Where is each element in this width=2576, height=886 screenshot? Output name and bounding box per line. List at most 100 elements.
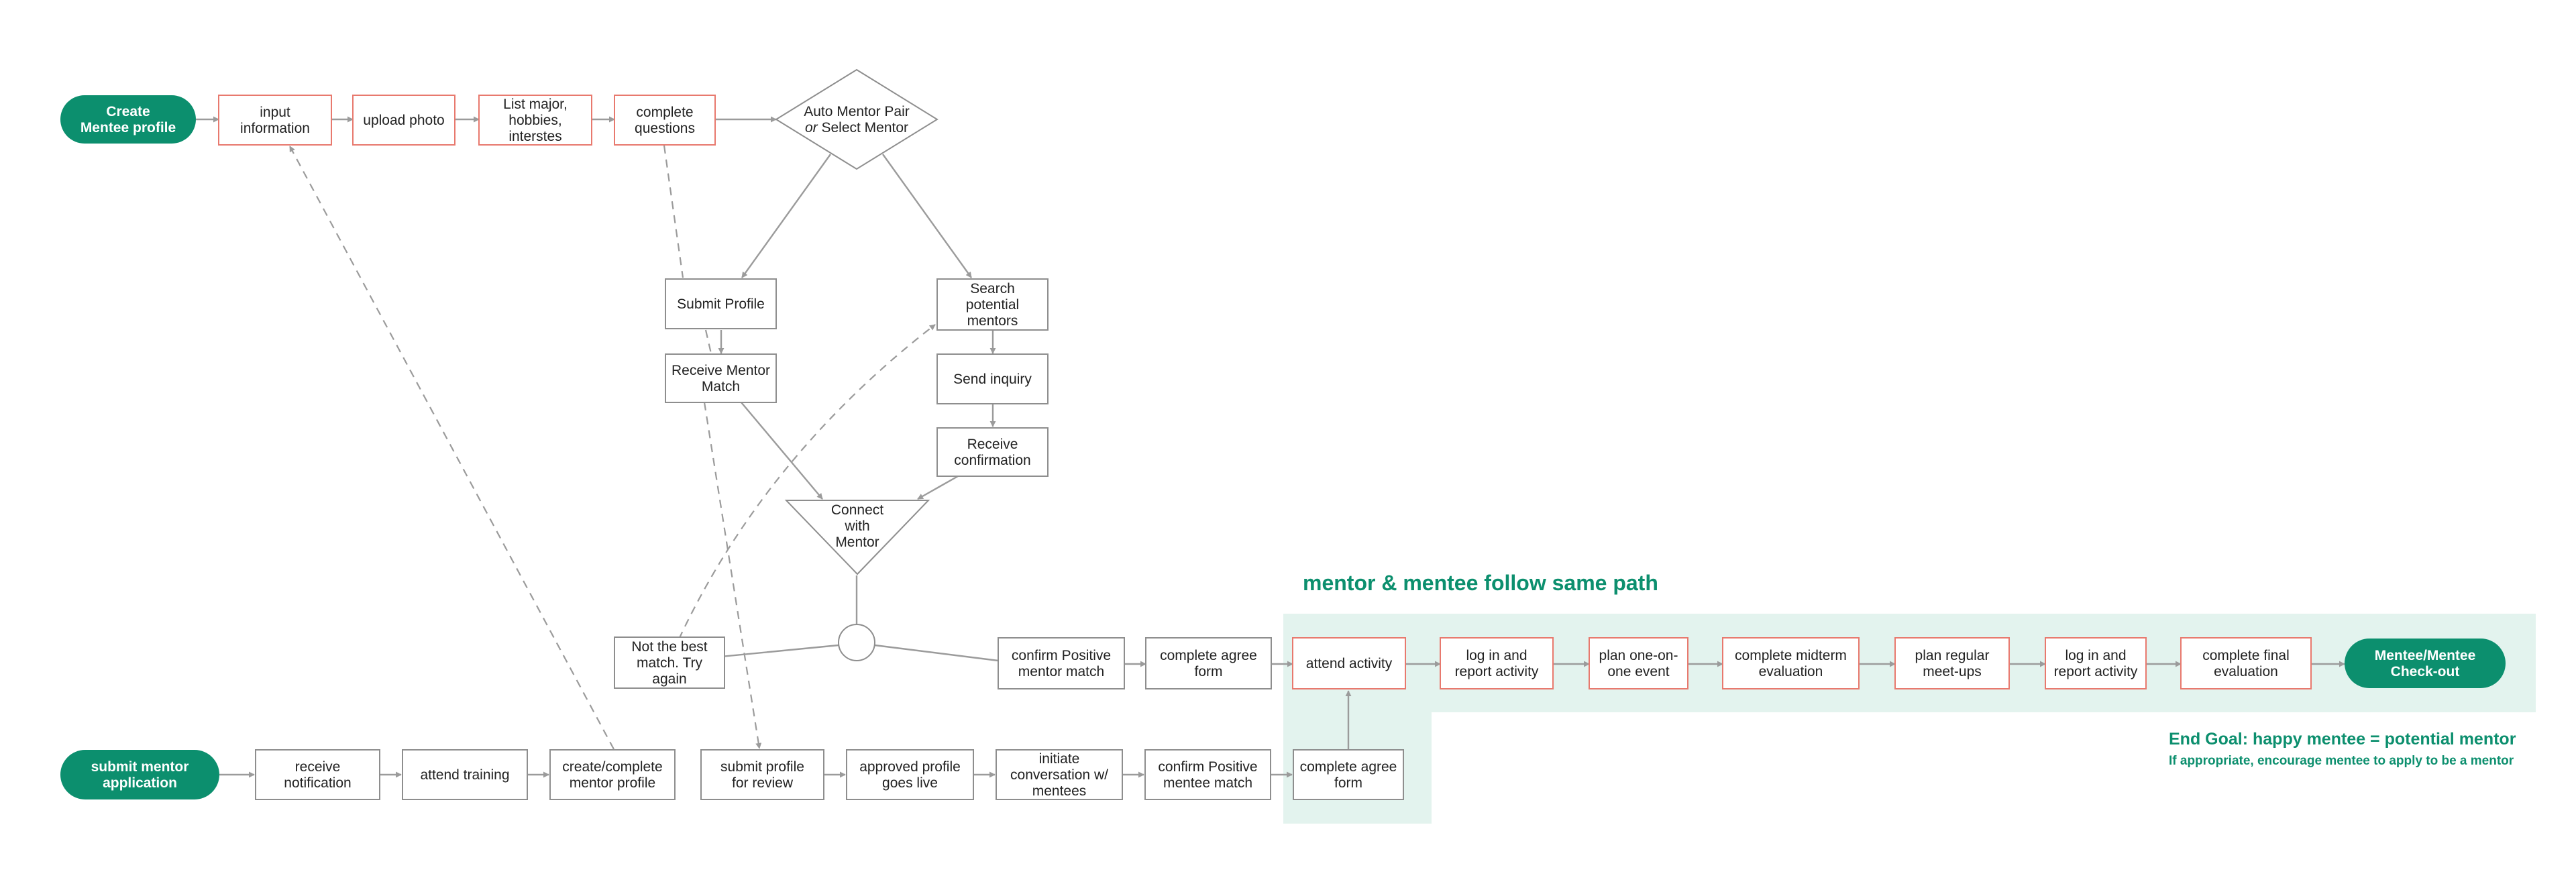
- node-attend-training: attend training: [402, 749, 528, 800]
- node-label-line: report activity: [1455, 664, 1539, 679]
- node-label-line: Mentee profile: [80, 120, 176, 135]
- node-label-line: complete: [636, 105, 693, 120]
- node-label-line: List major,: [503, 97, 568, 112]
- node-label-line: match. Try: [637, 655, 703, 671]
- node-label-line: Connect: [831, 502, 883, 518]
- node-label-line: complete agree: [1300, 759, 1397, 775]
- node-label-line: Receive: [967, 437, 1018, 452]
- node-label-line: plan one-on-: [1599, 648, 1678, 663]
- node-label-line: again: [652, 671, 686, 687]
- node-label-line: mentor match: [1018, 664, 1104, 679]
- node-submit-profile: Submit Profile: [665, 278, 777, 329]
- node-label-line: confirmation: [954, 453, 1030, 468]
- node-label-line: with: [844, 518, 869, 534]
- node-attend-activity: attend activity: [1292, 637, 1406, 689]
- node-label-line: Create: [106, 104, 150, 119]
- node-label-line: Mentor: [835, 535, 879, 550]
- node-list-major: List major,hobbies,interstes: [478, 95, 592, 146]
- node-label-line: initiate: [1039, 751, 1080, 767]
- end-goal-subtitle: If appropriate, encourage mentee to appl…: [2169, 754, 2514, 768]
- node-label-line: potential: [966, 297, 1019, 313]
- node-label-line: submit profile: [720, 759, 804, 775]
- node-label-line: mentee match: [1163, 775, 1252, 791]
- node-label-line: confirm Positive: [1012, 648, 1111, 663]
- node-label-line: questions: [635, 121, 695, 136]
- node-label-line: for review: [732, 775, 794, 791]
- node-label-line: attend training: [420, 767, 509, 783]
- shared-path-heading: mentor & mentee follow same path: [1303, 571, 1658, 595]
- node-label-line: Not the best: [631, 639, 707, 655]
- node-label-line: Mentee/Mentee: [2375, 648, 2476, 663]
- node-label-line: goes live: [882, 775, 938, 791]
- node-label-line: form: [1334, 775, 1362, 791]
- node-label-line: application: [103, 775, 177, 791]
- node-send-inquiry: Send inquiry: [936, 353, 1049, 404]
- node-label-line: complete final: [2202, 648, 2290, 663]
- node-label-line: mentor profile: [570, 775, 655, 791]
- node-label-line: Submit Profile: [677, 296, 765, 312]
- node-label-line: complete agree: [1160, 648, 1257, 663]
- node-label-line: Match: [702, 379, 740, 394]
- connectors: [196, 116, 2345, 778]
- node-label-line: log in and: [1466, 648, 1527, 663]
- node-label-line: complete midterm: [1735, 648, 1847, 663]
- node-label-line: mentors: [967, 313, 1018, 329]
- node-label-line: approved profile: [859, 759, 961, 775]
- node-label-line: evaluation: [1759, 664, 1823, 679]
- node-label-line: Search: [970, 281, 1015, 296]
- node-label-line: Auto Mentor Pair: [804, 104, 910, 119]
- node-label-line: submit mentor: [91, 759, 189, 775]
- node-label-line: notification: [284, 775, 351, 791]
- node-label-line: report activity: [2054, 664, 2138, 679]
- node-label-line: evaluation: [2214, 664, 2278, 679]
- node-label-line: attend activity: [1306, 656, 1393, 671]
- node-label-line: confirm Positive: [1158, 759, 1257, 775]
- node-label-line: hobbies,: [508, 113, 561, 128]
- end-goal-title: End Goal: happy mentee = potential mento…: [2169, 730, 2516, 749]
- node-plan-one-on-one: plan one-on-one event: [1589, 637, 1688, 689]
- node-label-line: upload photo: [363, 113, 444, 128]
- node-label-line: log in and: [2065, 648, 2126, 663]
- merge-circle: [838, 624, 875, 661]
- node-label-line: Send inquiry: [953, 372, 1032, 387]
- node-label-line: Receive Mentor: [672, 363, 770, 378]
- node-label-line: meet-ups: [1923, 664, 1982, 679]
- node-label-line: or Select Mentor: [805, 120, 908, 135]
- node-label-line: information: [240, 121, 310, 136]
- node-label-line: input: [260, 105, 290, 120]
- node-label-line: Check-out: [2391, 664, 2460, 679]
- node-label-line: conversation w/: [1010, 767, 1108, 783]
- node-label-line: interstes: [508, 129, 561, 144]
- node-upload-photo: upload photo: [352, 95, 455, 146]
- node-label-line: form: [1195, 664, 1223, 679]
- node-label-line: receive: [295, 759, 341, 775]
- node-label-line: create/complete: [562, 759, 662, 775]
- node-label-line: mentees: [1032, 783, 1087, 799]
- node-label-line: one event: [1607, 664, 1669, 679]
